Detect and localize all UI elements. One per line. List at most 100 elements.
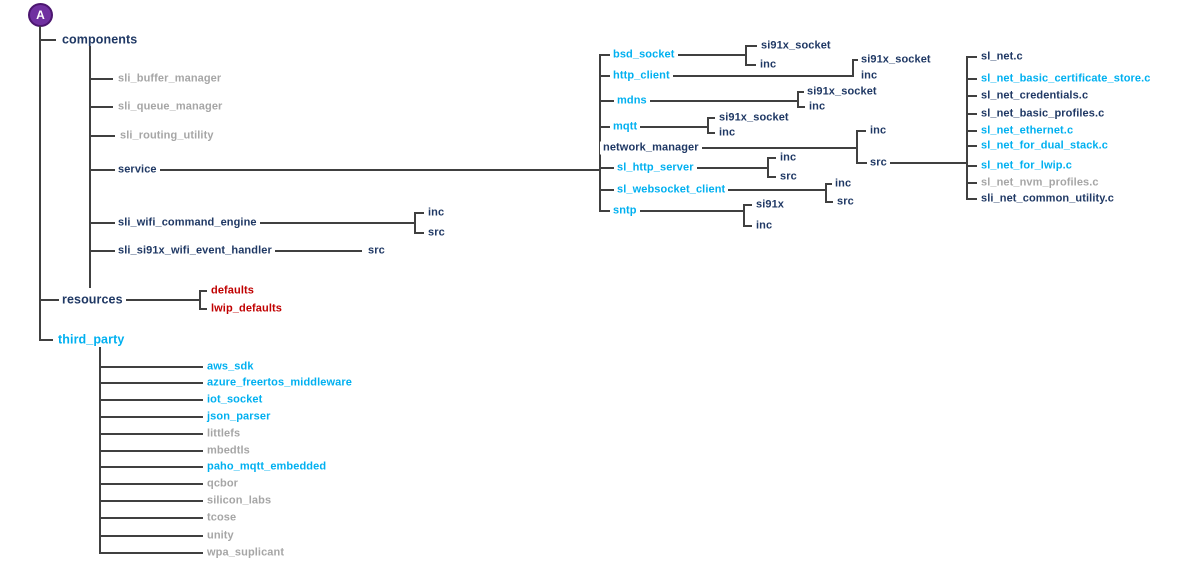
tree-node-sl_http_server: sl_http_server: [614, 161, 697, 175]
connector-line: [100, 450, 203, 452]
tree-node-sl_net_credentials_c: sl_net_credentials.c: [981, 89, 1089, 102]
tree-node-json_parser: json_parser: [207, 410, 271, 423]
connector-line: [853, 59, 858, 61]
tree-node-evh_src: src: [368, 244, 385, 257]
tree-node-bsd_socket: bsd_socket: [610, 48, 678, 62]
tree-node-sli_buffer_manager: sli_buffer_manager: [118, 72, 222, 85]
connector-line: [200, 308, 207, 310]
tree-node-hs_inc: inc: [780, 151, 797, 164]
tree-node-sl_net_for_dual_stack_c: sl_net_for_dual_stack.c: [981, 139, 1109, 152]
tree-node-sl_net_for_lwip_c: sl_net_for_lwip.c: [981, 159, 1072, 172]
connector-line: [825, 183, 827, 203]
tree-node-sntp_si91x: si91x: [756, 198, 785, 211]
connector-line: [199, 290, 201, 310]
connector-line: [99, 347, 101, 554]
connector-line: [100, 399, 203, 401]
connector-line: [966, 56, 968, 200]
tree-node-mqtt_si91x_socket: si91x_socket: [719, 111, 789, 124]
connector-line: [967, 198, 977, 200]
connector-line: [745, 45, 747, 66]
tree-node-http_client: http_client: [610, 69, 673, 83]
tree-node-sli_routing_utility: sli_routing_utility: [120, 129, 214, 142]
connector-line: [746, 45, 757, 47]
connector-line: [600, 147, 857, 149]
tree-node-unity: unity: [207, 529, 234, 542]
connector-line: [100, 500, 203, 502]
connector-line: [414, 212, 416, 234]
tree-node-mdns_si91x_socket: si91x_socket: [807, 85, 877, 98]
connector-line: [90, 106, 113, 108]
tree-node-network_manager: network_manager: [600, 141, 702, 155]
connector-line: [768, 157, 776, 159]
connector-line: [100, 382, 203, 384]
tree-node-sl_net_basic_profiles_c: sl_net_basic_profiles.c: [981, 107, 1105, 120]
a-marker-badge: A: [28, 3, 53, 27]
tree-node-iot_socket: iot_socket: [207, 393, 263, 406]
connector-line: [967, 182, 977, 184]
tree-node-ws_src: src: [837, 195, 854, 208]
tree-node-mdns_inc: inc: [809, 100, 826, 113]
tree-node-sntp_inc: inc: [756, 219, 773, 232]
tree-node-sl_websocket_client: sl_websocket_client: [614, 183, 729, 197]
tree-node-mqtt: mqtt: [610, 120, 641, 134]
tree-node-wpa_suplicant: wpa_suplicant: [207, 546, 285, 559]
connector-line: [768, 176, 776, 178]
connector-line: [600, 210, 744, 212]
connector-line: [415, 232, 424, 234]
tree-node-sl_net_ethernet_c: sl_net_ethernet.c: [981, 124, 1074, 137]
connector-line: [856, 130, 858, 164]
connector-line: [744, 204, 752, 206]
tree-node-silicon_labs: silicon_labs: [207, 494, 272, 507]
tree-node-sli_wifi_command_engine: sli_wifi_command_engine: [115, 216, 260, 230]
connector-line: [967, 78, 977, 80]
connector-line: [798, 106, 805, 108]
tree-node-components: components: [62, 32, 138, 47]
connector-line: [708, 117, 715, 119]
tree-node-bsd_si91x_socket: si91x_socket: [761, 39, 831, 52]
connector-line: [90, 78, 113, 80]
connector-line: [415, 212, 424, 214]
tree-node-sl_net_c: sl_net.c: [981, 50, 1023, 63]
tree-node-qcbor: qcbor: [207, 477, 239, 490]
connector-line: [100, 552, 203, 554]
tree-node-bsd_inc: inc: [760, 58, 777, 71]
tree-node-nm_src: src: [867, 156, 890, 170]
tree-node-mdns: mdns: [614, 94, 650, 108]
tree-node-sntp: sntp: [610, 204, 640, 218]
connector-line: [100, 517, 203, 519]
tree-node-third_party: third_party: [58, 332, 125, 347]
connector-line: [600, 75, 853, 77]
tree-node-resources: resources: [59, 293, 126, 307]
tree-node-sli_net_common_utility_c: sli_net_common_utility.c: [981, 192, 1115, 205]
connector-line: [857, 162, 967, 164]
tree-node-service: service: [115, 163, 160, 177]
connector-line: [40, 339, 53, 341]
connector-line: [100, 466, 203, 468]
tree-node-eng_inc: inc: [428, 206, 445, 219]
tree-node-http_si91x_socket: si91x_socket: [861, 53, 931, 66]
connector-line: [708, 132, 715, 134]
connector-line: [90, 169, 600, 171]
connector-line: [967, 113, 977, 115]
tree-node-sl_net_nvm_profiles_c: sl_net_nvm_profiles.c: [981, 176, 1099, 189]
connector-line: [600, 126, 708, 128]
connector-line: [599, 54, 601, 212]
a-marker-label: A: [36, 8, 45, 22]
connector-line: [600, 100, 798, 102]
connector-line: [90, 135, 115, 137]
connector-line: [852, 59, 854, 77]
connector-line: [743, 204, 745, 227]
connector-line: [100, 483, 203, 485]
connector-line: [100, 366, 203, 368]
tree-node-littlefs: littlefs: [207, 427, 241, 440]
connector-line: [967, 145, 977, 147]
tree-node-http_inc: inc: [858, 69, 881, 83]
tree-node-defaults: defaults: [211, 284, 254, 297]
tree-node-sl_net_basic_certificate_store_c: sl_net_basic_certificate_store.c: [981, 72, 1151, 85]
connector-line: [100, 416, 203, 418]
tree-node-mqtt_inc: inc: [719, 126, 736, 139]
tree-node-hs_src: src: [780, 170, 797, 183]
connector-line: [200, 290, 207, 292]
connector-line: [857, 130, 866, 132]
